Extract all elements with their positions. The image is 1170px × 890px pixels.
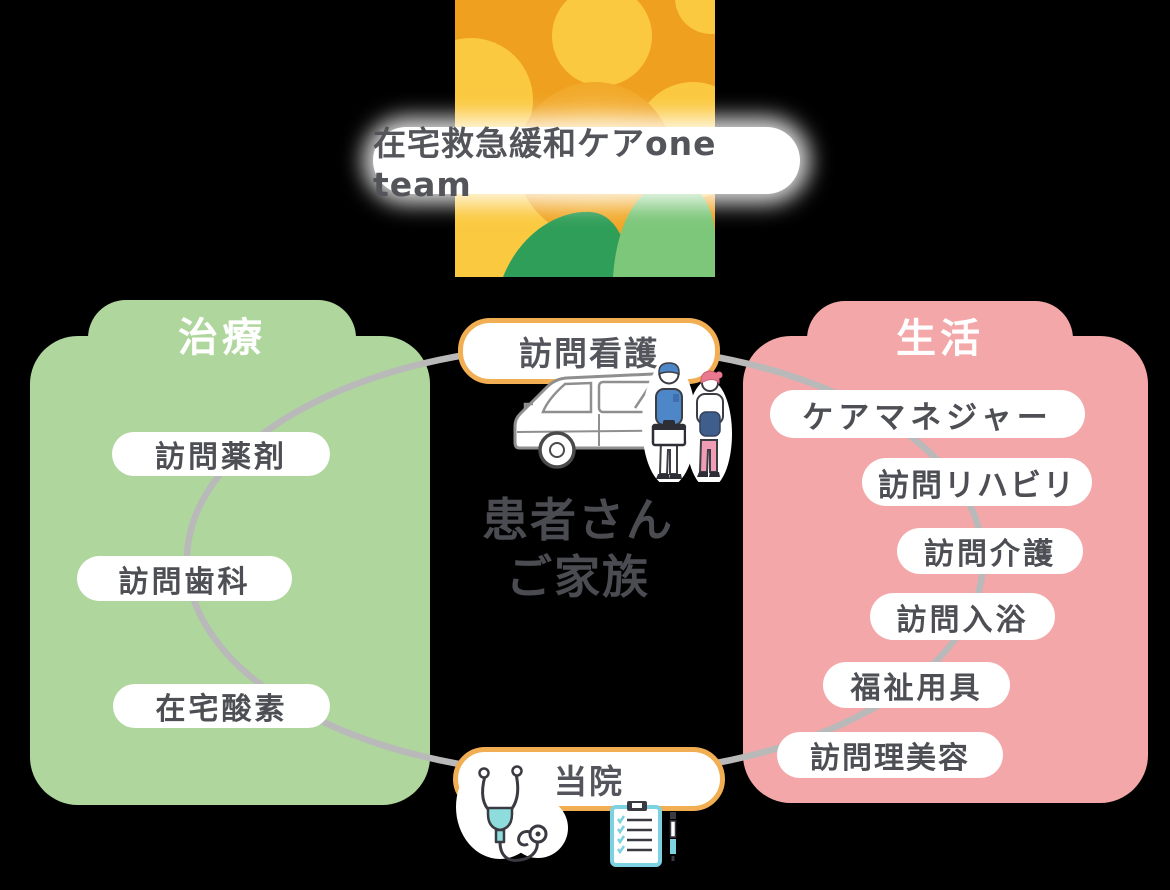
- team-title-banner: 在宅救急緩和ケアone team: [373, 124, 800, 204]
- service-pill-houmon-yakuzai: 訪問薬剤: [112, 432, 330, 476]
- treatment-panel-title: 治療: [178, 315, 266, 361]
- hub-visiting-nurse: 訪問看護: [458, 318, 720, 384]
- male-nurse-figure: [642, 362, 696, 482]
- stethoscope-icon: [456, 755, 568, 862]
- hub-our-clinic-label: 当院: [554, 762, 624, 801]
- nursing-van-illustration: [513, 362, 732, 482]
- pen-icon: [669, 812, 677, 861]
- patient-line: 患者さん: [482, 493, 674, 547]
- service-pill-fukushi-yougu: 福祉用具: [823, 662, 1010, 708]
- service-pill-houmon-shika: 訪問歯科: [77, 556, 292, 601]
- service-pill-zaitaku-sanso: 在宅酸素: [113, 684, 330, 728]
- checklist-clipboard-icon: [610, 801, 677, 867]
- service-pill-houmon-kaigo: 訪問介護: [897, 528, 1083, 574]
- life-panel-title: 生活: [896, 316, 984, 362]
- patient-family-label: 患者さん ご家族: [428, 492, 728, 606]
- service-pill-houmon-ribiyou: 訪問理美容: [777, 732, 1003, 778]
- female-nurse-figure: [686, 370, 732, 482]
- service-pill-houmon-nyuyoku: 訪問入浴: [870, 593, 1055, 640]
- service-pill-houmon-rehabili: 訪問リハビリ: [862, 458, 1092, 506]
- service-pill-care-manager: ケアマネジャー: [770, 390, 1085, 438]
- family-line: ご家族: [506, 550, 650, 604]
- hub-visiting-nurse-label: 訪問看護: [519, 334, 659, 373]
- team-title-text: 在宅救急緩和ケアone team: [373, 124, 717, 204]
